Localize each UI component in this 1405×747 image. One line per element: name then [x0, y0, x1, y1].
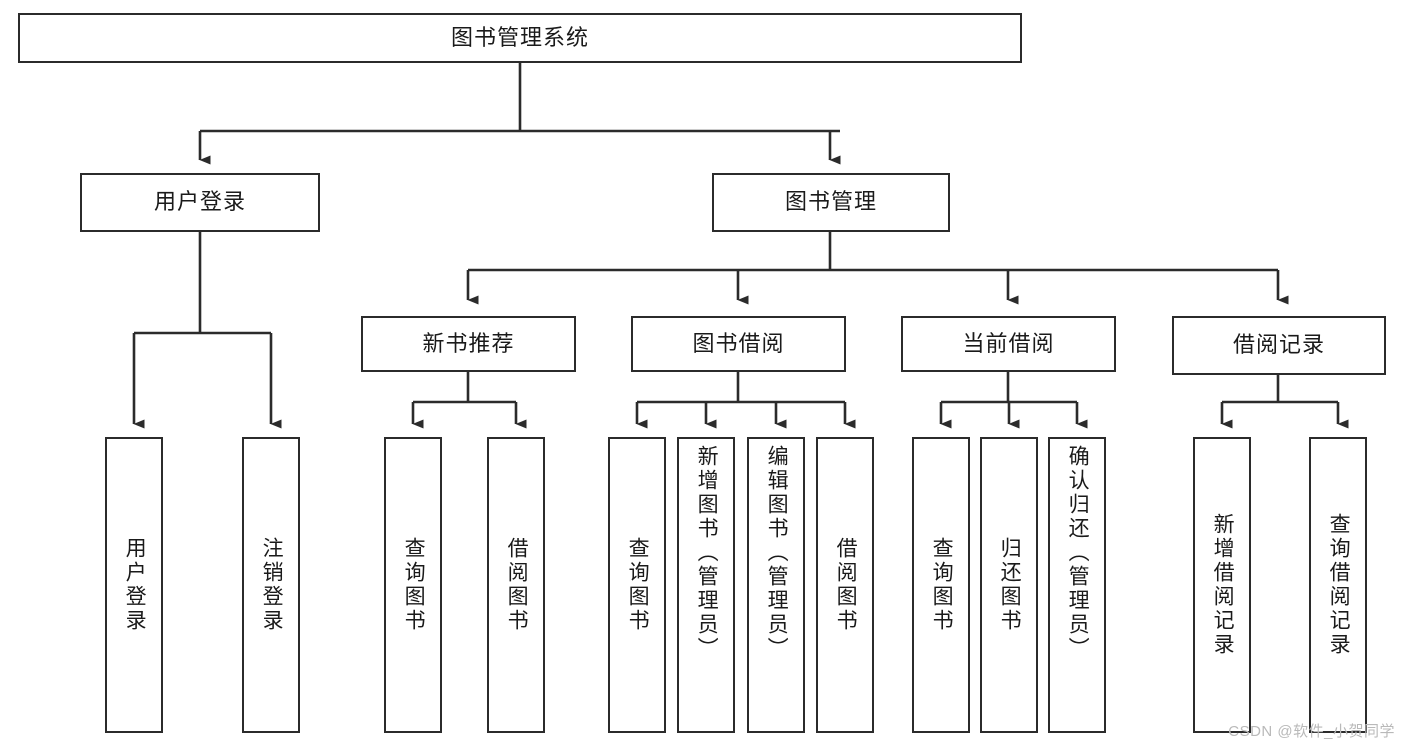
- node-user-login[interactable]: 用户登录: [80, 173, 320, 232]
- node-current-borrow-label: 当前借阅: [962, 330, 1055, 356]
- leaf-borrow-borrow-book[interactable]: 借阅图书: [816, 437, 874, 733]
- leaf-label: 借阅图书: [834, 537, 858, 633]
- node-user-login-label: 用户登录: [153, 189, 246, 215]
- leaf-user-login-login[interactable]: 用户登录: [105, 437, 163, 733]
- leaf-label: 注销登录: [260, 537, 284, 633]
- leaf-new-book-borrow[interactable]: 借阅图书: [487, 437, 545, 733]
- leaf-label: 新增图书（管理员）: [695, 445, 719, 661]
- leaf-borrow-query-book[interactable]: 查询图书: [608, 437, 666, 733]
- leaf-new-book-query[interactable]: 查询图书: [384, 437, 442, 733]
- node-current-borrow[interactable]: 当前借阅: [901, 316, 1116, 372]
- leaf-label: 借阅图书: [505, 537, 529, 633]
- leaf-user-login-logout[interactable]: 注销登录: [242, 437, 300, 733]
- node-new-book-recommend-label: 新书推荐: [422, 330, 515, 356]
- node-borrow-record-label: 借阅记录: [1232, 332, 1325, 358]
- node-book-borrow[interactable]: 图书借阅: [631, 316, 846, 372]
- leaf-label: 查询图书: [930, 537, 954, 633]
- leaf-label: 用户登录: [123, 537, 147, 633]
- node-borrow-record[interactable]: 借阅记录: [1172, 316, 1386, 375]
- node-book-manage-label: 图书管理: [784, 189, 877, 215]
- leaf-label: 查询图书: [402, 537, 426, 633]
- node-new-book-recommend[interactable]: 新书推荐: [361, 316, 576, 372]
- leaf-current-query-book[interactable]: 查询图书: [912, 437, 970, 733]
- leaf-label: 编辑图书（管理员）: [765, 445, 789, 661]
- leaf-label: 归还图书: [998, 537, 1022, 633]
- leaf-label: 查询图书: [626, 537, 650, 633]
- leaf-label: 查询借阅记录: [1327, 513, 1351, 657]
- leaf-borrow-add-book-admin[interactable]: 新增图书（管理员）: [677, 437, 735, 733]
- node-book-borrow-label: 图书借阅: [692, 330, 785, 356]
- node-book-manage[interactable]: 图书管理: [712, 173, 950, 232]
- leaf-borrow-edit-book-admin[interactable]: 编辑图书（管理员）: [747, 437, 805, 733]
- csdn-watermark: CSDN @软件_小贺同学: [1228, 723, 1395, 740]
- leaf-current-return-book[interactable]: 归还图书: [980, 437, 1038, 733]
- node-root[interactable]: 图书管理系统: [18, 13, 1022, 63]
- leaf-current-confirm-return-admin[interactable]: 确认归还（管理员）: [1048, 437, 1106, 733]
- leaf-label: 确认归还（管理员）: [1066, 445, 1090, 661]
- leaf-record-add-record[interactable]: 新增借阅记录: [1193, 437, 1251, 733]
- leaf-record-query-record[interactable]: 查询借阅记录: [1309, 437, 1367, 733]
- node-root-label: 图书管理系统: [450, 24, 589, 50]
- leaf-label: 新增借阅记录: [1211, 513, 1235, 657]
